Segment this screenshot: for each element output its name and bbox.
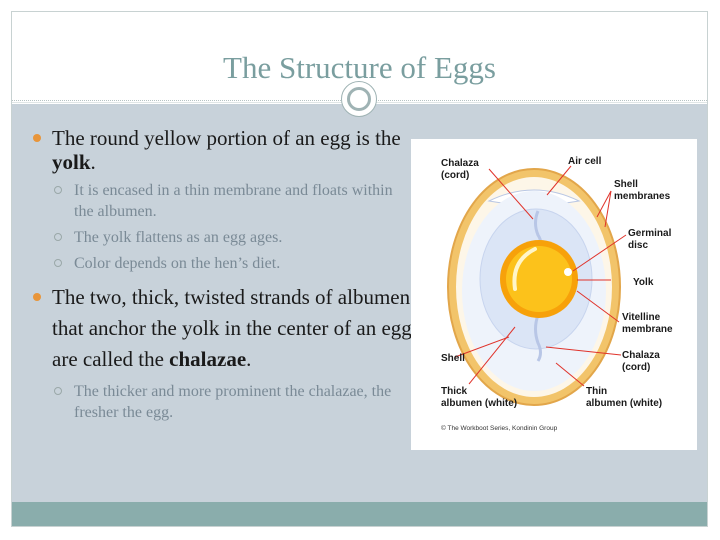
label-vitelline: Vitelline xyxy=(622,312,661,323)
bullet-list: The round yellow portion of an egg is th… xyxy=(33,126,413,428)
bullet-bold-term: chalazae xyxy=(169,347,247,371)
diagram-copyright: © The Workboot Series, Kondinin Group xyxy=(441,424,558,432)
chalaza-bottom-shape xyxy=(534,314,542,362)
slide-frame xyxy=(11,11,708,527)
sub-bullet-text: The yolk flattens as an egg ages. xyxy=(74,229,283,246)
bullet-yolk: The round yellow portion of an egg is th… xyxy=(33,126,413,174)
label-thick-albumen-2: albumen (white) xyxy=(441,398,517,409)
bullet-text: The round yellow portion of an egg is th… xyxy=(52,126,401,150)
sub-bullet-text: It is encased in a thin membrane and flo… xyxy=(74,182,393,220)
ring-bullet-icon xyxy=(54,259,62,267)
egg-diagram-svg: Chalaza (cord) Air cell Shell membranes … xyxy=(441,156,673,432)
label-chalaza-bottom: Chalaza xyxy=(622,350,660,361)
label-thin-albumen: Thin xyxy=(586,386,607,397)
label-chalaza-bottom-cord: (cord) xyxy=(622,362,650,373)
ring-bullet-icon xyxy=(54,233,62,241)
yolk-highlight-shape xyxy=(512,247,537,291)
label-germinal-disc: Germinal xyxy=(628,228,672,239)
bullet-punct: . xyxy=(246,347,252,371)
yolk-inner-shape xyxy=(506,246,572,312)
sub-bullet: It is encased in a thin membrane and flo… xyxy=(33,180,413,222)
label-shell-membranes-2: membranes xyxy=(614,191,671,202)
bullet-chalazae: The two, thick, twisted strands of album… xyxy=(33,282,413,375)
sub-bullet-text: Color depends on the hen’s diet. xyxy=(74,255,281,272)
circle-ornament-icon xyxy=(341,81,377,117)
circle-ornament-inner xyxy=(347,87,371,111)
label-germinal-disc-2: disc xyxy=(628,240,648,251)
label-thin-albumen-2: albumen (white) xyxy=(586,398,662,409)
sub-bullet-text: The thicker and more prominent the chala… xyxy=(74,383,392,421)
label-air-cell: Air cell xyxy=(568,156,602,167)
label-vitelline-2: membrane xyxy=(622,324,673,335)
ring-bullet-icon xyxy=(54,387,62,395)
label-yolk: Yolk xyxy=(633,277,654,288)
bullet-bold-term: yolk xyxy=(52,150,91,174)
label-leader-lines xyxy=(454,165,627,387)
label-thick-albumen: Thick xyxy=(441,386,468,397)
label-chalaza-top: Chalaza xyxy=(441,158,479,169)
sub-bullet: The yolk flattens as an egg ages. xyxy=(33,227,413,248)
ring-bullet-icon xyxy=(54,186,62,194)
bullet-punct: . xyxy=(90,150,96,174)
bullet-text: The two, thick, twisted strands of album… xyxy=(52,285,412,371)
footer-bar xyxy=(12,502,707,526)
orange-bullet-icon xyxy=(33,134,41,142)
egg-diagram: Chalaza (cord) Air cell Shell membranes … xyxy=(411,139,697,450)
germinal-disc-shape xyxy=(564,268,572,276)
sub-bullet: Color depends on the hen’s diet. xyxy=(33,253,413,274)
orange-bullet-icon xyxy=(33,293,41,301)
label-shell: Shell xyxy=(441,353,465,364)
slide-title: The Structure of Eggs xyxy=(223,50,496,85)
label-chalaza-top-cord: (cord) xyxy=(441,170,469,181)
label-shell-membranes: Shell xyxy=(614,179,638,190)
sub-bullet: The thicker and more prominent the chala… xyxy=(33,381,413,423)
